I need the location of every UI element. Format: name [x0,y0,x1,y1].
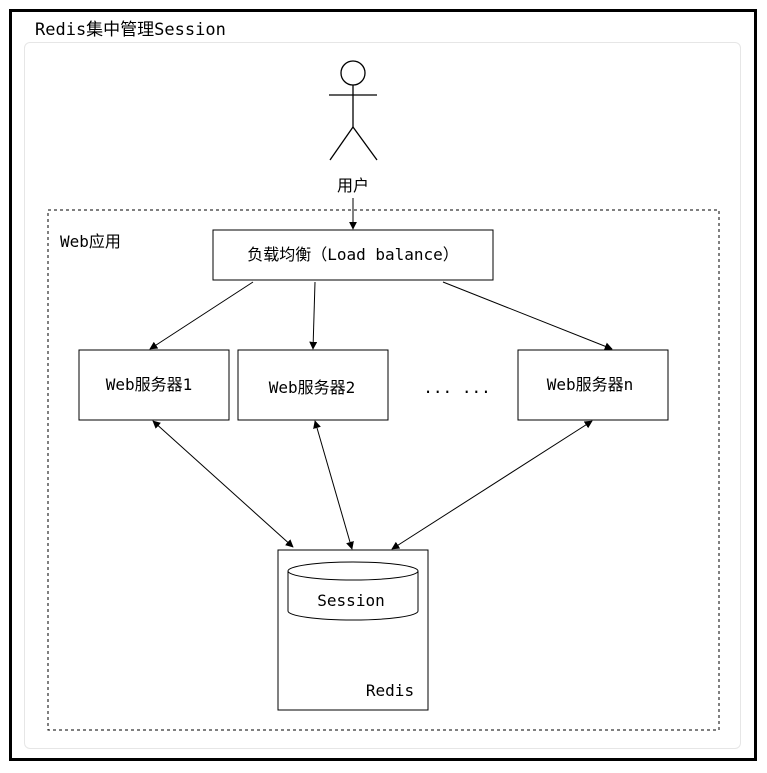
redis-label: Redis [366,681,414,700]
diagram-title: Redis集中管理Session [35,20,226,40]
session-cylinder-icon [287,561,419,621]
web-server-n-label: Web服务器n [547,375,634,394]
load-balancer-label: 负载均衡（Load balance） [247,245,459,264]
user-icon [329,60,378,161]
load-balancer-box [212,229,494,281]
arrow-server-2-redis [313,420,354,550]
user-label: 用户 [337,176,369,195]
arrow-lb-to-server-n [442,281,613,351]
web-server-1-label: Web服务器1 [106,375,193,394]
inner-panel [24,42,741,749]
arrow-lb-to-server-2 [309,281,318,350]
arrow-lb-to-server-1 [149,281,254,350]
web-app-container [47,209,720,731]
web-server-n-box [517,349,669,421]
session-label: Session [317,591,384,610]
arrow-server-n-redis [391,420,593,550]
arrow-server-1-redis [152,420,294,548]
web-server-2-box [237,349,389,421]
web-server-2-label: Web服务器2 [269,378,356,397]
web-app-label: Web应用 [60,232,121,251]
web-server-1-box [78,349,230,421]
ellipsis: ... ... [423,378,490,397]
